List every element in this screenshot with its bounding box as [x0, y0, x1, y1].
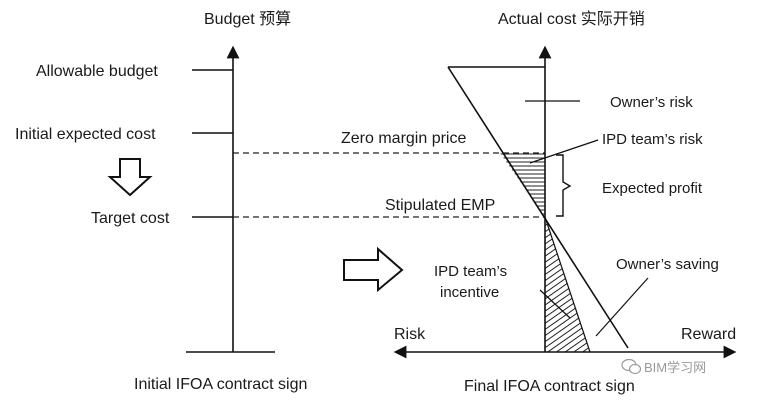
final-contract-footer: Final IFOA contract sign [464, 378, 635, 395]
ipd-incentive-label-line1: IPD team’s [434, 263, 507, 280]
risk-label: Risk [394, 326, 426, 343]
watermark-text: BIM学习网 [644, 360, 706, 375]
owners-risk-label: Owner’s risk [610, 94, 693, 111]
owners-saving-pointer [595, 277, 649, 337]
budget-axis-title: Budget 预算 [204, 9, 291, 28]
zero-margin-price-label: Zero margin price [341, 130, 466, 147]
ipd-teams-risk-label: IPD team’s risk [602, 131, 703, 148]
allowable-budget-label: Allowable budget [36, 63, 158, 80]
owners-saving-label: Owner’s saving [616, 256, 719, 273]
target-cost-label: Target cost [91, 210, 170, 227]
wechat-icon [621, 358, 642, 375]
owner-cost-line [447, 66, 629, 349]
ipd-team-risk-pointer [529, 139, 599, 164]
ipd-team-line [544, 216, 591, 353]
ipd-incentive-pointer [539, 289, 571, 319]
stipulated-emp-label: Stipulated EMP [385, 197, 495, 214]
reward-label: Reward [681, 326, 736, 343]
ipd-incentive-label-line2: incentive [440, 284, 499, 301]
initial-expected-cost-label: Initial expected cost [15, 126, 156, 143]
down-arrow-icon [107, 158, 153, 197]
actual-cost-axis-title: Actual cost 实际开销 [498, 10, 645, 28]
right-arrow-icon [343, 246, 404, 293]
expected-profit-label: Expected profit [602, 180, 703, 197]
expected-profit-bracket [556, 154, 572, 217]
initial-contract-footer: Initial IFOA contract sign [134, 376, 307, 393]
